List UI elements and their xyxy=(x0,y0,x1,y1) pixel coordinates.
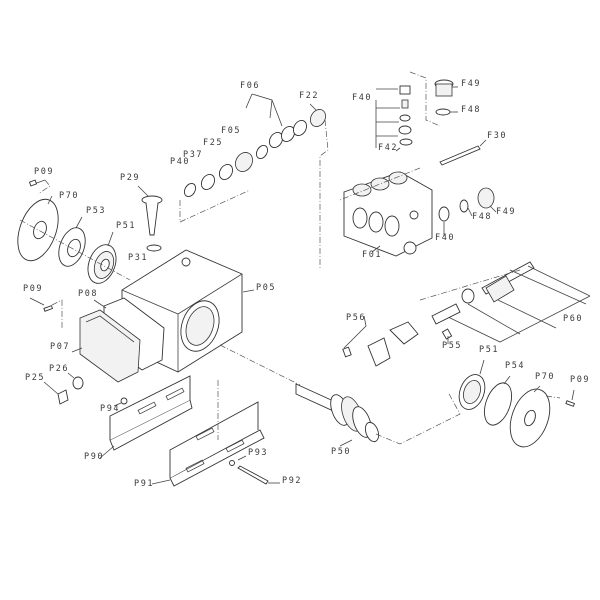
label-P40: P40 xyxy=(170,157,191,167)
washer-p26 xyxy=(72,376,84,390)
crosshead-pin xyxy=(431,303,461,325)
stud-f30 xyxy=(439,145,481,166)
label-P05: P05 xyxy=(256,283,277,293)
label-F40-upper: F40 xyxy=(352,93,373,103)
label-P31: P31 xyxy=(128,253,149,263)
end-cover-p70-left xyxy=(17,198,59,262)
label-P53: P53 xyxy=(86,206,107,216)
pin-p55 xyxy=(441,328,453,340)
label-P37: P37 xyxy=(183,150,204,160)
label-F05: F05 xyxy=(221,126,242,136)
label-P26: P26 xyxy=(49,364,70,374)
label-F25: F25 xyxy=(203,138,224,148)
mounting-rail-p90 xyxy=(109,375,193,451)
label-F40-side: F40 xyxy=(435,233,456,243)
bolt-p09-right xyxy=(565,400,576,407)
manifold-f01 xyxy=(343,171,433,257)
label-P25: P25 xyxy=(25,373,46,383)
rear-cover-p07 xyxy=(79,309,141,383)
label-P50: P50 xyxy=(331,447,352,457)
label-F30: F30 xyxy=(487,131,508,141)
label-P56: P56 xyxy=(346,313,367,323)
valve-f40-side xyxy=(438,206,450,222)
label-P93: P93 xyxy=(248,448,269,458)
valve-stack-f40-upper xyxy=(398,85,413,146)
connecting-rod-p56 xyxy=(342,321,419,367)
label-F49-side: F49 xyxy=(496,207,517,217)
drain-plug-p25 xyxy=(57,389,69,405)
o-ring-p31 xyxy=(146,244,162,252)
label-F06: F06 xyxy=(240,81,261,91)
label-P51-right: P51 xyxy=(479,345,500,355)
label-P55: P55 xyxy=(442,341,463,351)
plug-f49-side xyxy=(477,187,495,209)
label-P70-right: P70 xyxy=(535,372,556,382)
label-F01: F01 xyxy=(362,250,383,260)
nut-p93 xyxy=(229,460,235,466)
label-P09-right: P09 xyxy=(570,375,591,385)
bearing-p51-left xyxy=(87,244,117,284)
label-F48-side: F48 xyxy=(472,212,493,222)
label-F22: F22 xyxy=(299,91,320,101)
plunger-p60 xyxy=(445,261,591,343)
label-F49-upper: F49 xyxy=(461,79,482,89)
label-P09-a: P09 xyxy=(34,167,55,177)
label-P70-left: P70 xyxy=(59,191,80,201)
label-F42: F42 xyxy=(378,143,399,153)
seal-stack-upper xyxy=(183,109,326,198)
seal-p54-right xyxy=(483,382,513,426)
label-P08: P08 xyxy=(78,289,99,299)
oil-plug-p29 xyxy=(141,195,163,236)
label-P09-b: P09 xyxy=(23,284,44,294)
label-P29: P29 xyxy=(120,173,141,183)
bolt-p92 xyxy=(237,465,269,485)
label-P60: P60 xyxy=(563,314,584,324)
o-ring-f48-upper xyxy=(435,108,451,116)
label-P94: P94 xyxy=(100,404,121,414)
label-P54: P54 xyxy=(505,361,526,371)
oil-seal-p53-left xyxy=(58,227,86,267)
end-cover-p70-right xyxy=(509,388,551,448)
bolt-p09-left-mid xyxy=(43,305,54,312)
label-F48-upper: F48 xyxy=(461,105,482,115)
o-ring-f48-side xyxy=(459,199,469,213)
label-P51-left: P51 xyxy=(116,221,137,231)
label-P92: P92 xyxy=(282,476,303,486)
crankshaft-p50 xyxy=(295,383,380,443)
bolt-p09-left-top xyxy=(28,179,46,187)
washer-p94 xyxy=(120,397,128,405)
plug-f49-upper xyxy=(434,79,454,97)
mounting-rail-p91 xyxy=(169,401,265,487)
bearing-p51-right xyxy=(458,374,486,410)
label-P07: P07 xyxy=(50,342,71,352)
label-P91: P91 xyxy=(134,479,155,489)
label-P90: P90 xyxy=(84,452,105,462)
